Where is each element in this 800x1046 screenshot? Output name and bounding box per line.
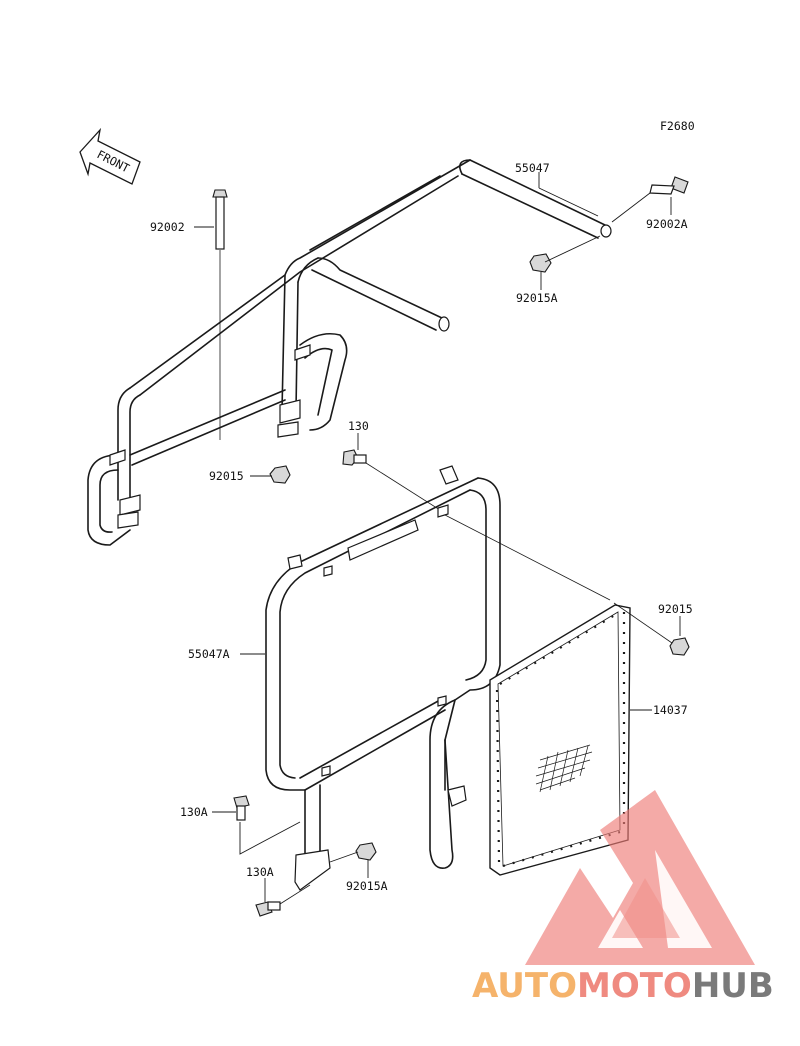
label-14037: 14037: [653, 703, 688, 717]
watermark-hub: HUB: [692, 966, 774, 1006]
watermark-text: AUTOMOTOHUB: [472, 966, 774, 1006]
nut-92015a-bottom-icon: [329, 842, 377, 863]
bolt-130a-lower-icon: [255, 884, 311, 917]
label-92002: 92002: [150, 220, 185, 234]
label-92002A: 92002A: [646, 217, 688, 231]
watermark-auto: AUTO: [472, 966, 577, 1006]
label-55047: 55047: [515, 161, 550, 175]
upper-frame-55047: [87, 159, 612, 546]
figure-code: F2680: [660, 119, 695, 133]
label-92015-left: 92015: [209, 469, 244, 483]
nut-92015-right-icon: [613, 602, 690, 656]
label-55047A: 55047A: [188, 647, 230, 661]
label-92015A-top: 92015A: [516, 291, 558, 305]
watermark-moto: MOTO: [577, 966, 692, 1006]
nut-92015-left-icon: [269, 465, 291, 484]
label-130A-upper: 130A: [180, 805, 208, 819]
label-92015-right: 92015: [658, 602, 693, 616]
automotohub-logo-icon: [525, 790, 755, 965]
bolt-92002a-icon: [611, 176, 689, 223]
bolt-92002-icon: [212, 189, 228, 440]
lower-frame-55047a: [265, 465, 501, 891]
label-130: 130: [348, 419, 369, 433]
label-130A-lower: 130A: [246, 865, 274, 879]
front-arrow-icon: FRONT: [79, 127, 141, 185]
label-92015A-bottom: 92015A: [346, 879, 388, 893]
bolt-130a-upper-icon: [233, 795, 250, 821]
nut-92015a-top-icon: [529, 235, 601, 273]
bolt-130-icon: [342, 449, 441, 511]
